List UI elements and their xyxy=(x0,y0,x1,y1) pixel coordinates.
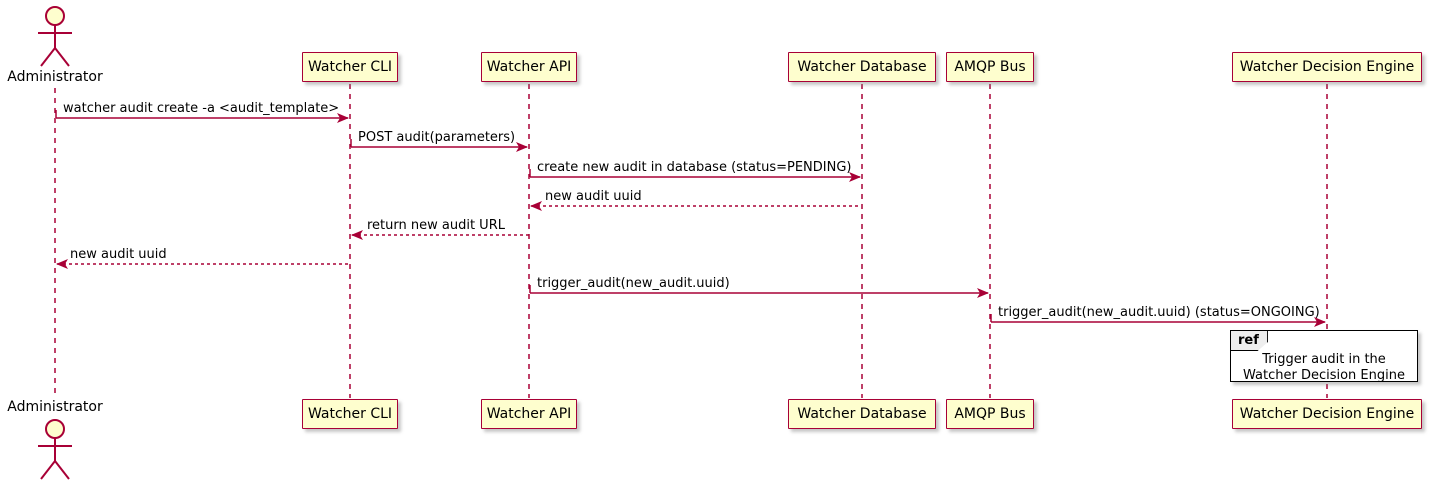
message-label-m4: new audit uuid xyxy=(545,189,642,204)
message-label-m3: create new audit in database (status=PEN… xyxy=(537,160,852,175)
participant-label: Watcher Database xyxy=(797,59,927,75)
message-label-m8: trigger_audit(new_audit.uuid) (status=ON… xyxy=(998,305,1320,320)
actor-label-administrator-bottom: Administrator xyxy=(7,399,103,415)
participant-box-watcher-api-top[interactable]: Watcher API xyxy=(481,52,577,82)
participant-box-watcher-database-top[interactable]: Watcher Database xyxy=(788,52,936,82)
message-label-m6: new audit uuid xyxy=(70,247,167,262)
participant-label: AMQP Bus xyxy=(954,59,1026,75)
message-label-m1: watcher audit create -a <audit_template> xyxy=(63,101,340,116)
participant-label: AMQP Bus xyxy=(954,406,1026,422)
participant-label: Watcher API xyxy=(486,406,572,422)
ref-fragment-line-2: Watcher Decision Engine xyxy=(1243,368,1405,383)
participant-label: Watcher API xyxy=(486,59,572,75)
participant-box-amqp-bus-bottom[interactable]: AMQP Bus xyxy=(946,399,1034,429)
actor-administrator-top-figure xyxy=(38,6,72,67)
participant-box-watcher-decision-engine-bottom[interactable]: Watcher Decision Engine xyxy=(1232,399,1422,429)
actor-administrator-bottom-figure xyxy=(38,419,72,480)
participant-box-watcher-cli-top[interactable]: Watcher CLI xyxy=(302,52,398,82)
lifelines xyxy=(54,84,1328,398)
ref-fragment-body: Trigger audit in the Watcher Decision En… xyxy=(1231,352,1417,384)
participant-label: Watcher Database xyxy=(797,406,927,422)
participant-box-watcher-api-bottom[interactable]: Watcher API xyxy=(481,399,577,429)
message-label-m7: trigger_audit(new_audit.uuid) xyxy=(537,276,730,291)
participant-label: Watcher CLI xyxy=(307,59,393,75)
participant-box-watcher-decision-engine-top[interactable]: Watcher Decision Engine xyxy=(1232,52,1422,82)
message-label-m5: return new audit URL xyxy=(367,218,505,233)
ref-fragment[interactable]: ref Trigger audit in the Watcher Decisio… xyxy=(1230,330,1418,384)
message-arrows xyxy=(55,110,1326,327)
participant-label: Watcher Decision Engine xyxy=(1239,59,1415,75)
participant-box-amqp-bus-top[interactable]: AMQP Bus xyxy=(946,52,1034,82)
participant-box-watcher-database-bottom[interactable]: Watcher Database xyxy=(788,399,936,429)
participant-box-watcher-cli-bottom[interactable]: Watcher CLI xyxy=(302,399,398,429)
participant-label: Watcher CLI xyxy=(307,406,393,422)
participant-label: Watcher Decision Engine xyxy=(1239,406,1415,422)
actor-label-administrator-top: Administrator xyxy=(7,69,103,85)
message-label-m2: POST audit(parameters) xyxy=(358,130,516,145)
ref-fragment-line-1: Trigger audit in the xyxy=(1262,352,1386,367)
ref-fragment-tag: ref xyxy=(1231,331,1268,351)
